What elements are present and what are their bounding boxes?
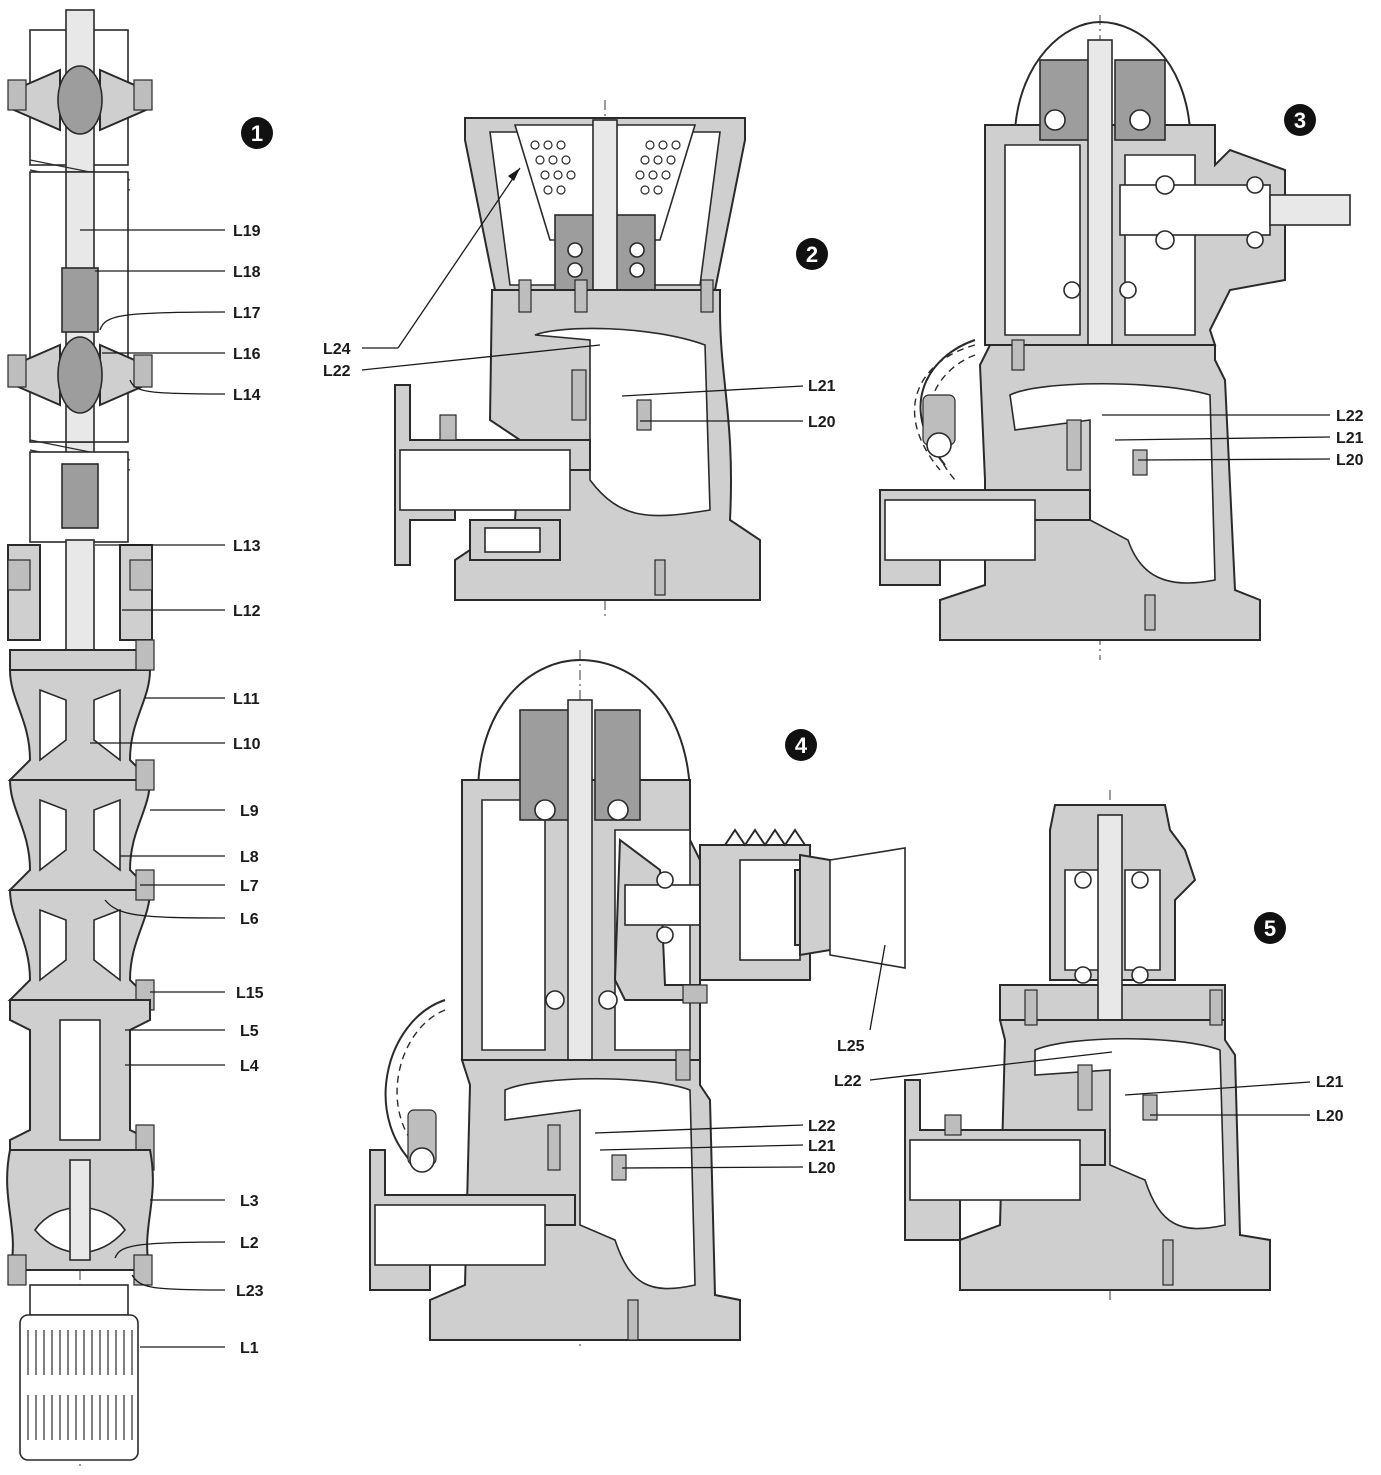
figure-2-discharge-head	[394, 100, 761, 620]
svg-text:5: 5	[1264, 916, 1276, 941]
figure-badge-1: 1	[241, 117, 273, 149]
svg-text:3: 3	[1294, 108, 1306, 133]
label-l11: L11	[233, 691, 260, 708]
figure-2-labels: L24 L22 L21 L20	[323, 341, 836, 431]
figure-3-labels: L22 L21 L20	[1336, 408, 1364, 469]
label-l17: L17	[233, 305, 261, 322]
label-l18: L18	[233, 264, 261, 281]
label-l22: L22	[323, 363, 351, 380]
label-l22: L22	[834, 1073, 862, 1090]
label-l19: L19	[233, 223, 261, 240]
label-l21: L21	[1316, 1074, 1344, 1091]
label-l6: L6	[240, 911, 259, 928]
label-l4: L4	[240, 1058, 259, 1075]
label-l21: L21	[808, 1138, 836, 1155]
label-l21: L21	[1336, 430, 1364, 447]
label-l14: L14	[233, 387, 261, 404]
label-l22: L22	[1336, 408, 1364, 425]
label-l8: L8	[240, 849, 259, 866]
figure-1-labels: L19 L18 L17 L16 L14 L13 L12 L11 L10 L9 L…	[233, 223, 264, 1357]
figure-badge-3: 3	[1284, 104, 1316, 136]
bowl-stage-1	[7, 669, 153, 781]
figure-badge-5: 5	[1254, 912, 1286, 944]
label-l15: L15	[236, 985, 264, 1002]
label-l12: L12	[233, 603, 261, 620]
label-l16: L16	[233, 346, 261, 363]
bowl-stage-2	[7, 779, 153, 891]
leader-lines	[80, 167, 1331, 1348]
label-l20: L20	[1316, 1108, 1344, 1125]
figure-2-strainer-holes	[530, 140, 681, 195]
label-l13: L13	[233, 538, 261, 555]
label-l23: L23	[236, 1283, 264, 1300]
label-l25: L25	[837, 1038, 865, 1055]
figure-5-vertical-motor-head	[904, 790, 1271, 1300]
figure-3-right-angle-gear-head	[879, 15, 1351, 660]
figure-4-belt-drive-head	[369, 650, 906, 1350]
figure-1-column-assembly	[6, 9, 155, 1470]
label-l7: L7	[240, 878, 259, 895]
svg-text:4: 4	[795, 733, 808, 758]
svg-text:1: 1	[251, 121, 263, 146]
label-l5: L5	[240, 1023, 259, 1040]
label-l20: L20	[1336, 452, 1364, 469]
label-l22: L22	[808, 1118, 836, 1135]
figure-badge-4: 4	[785, 729, 817, 761]
label-l10: L10	[233, 736, 261, 753]
svg-text:2: 2	[806, 242, 818, 267]
strainer-slots	[27, 1330, 133, 1440]
figure-badge-2: 2	[796, 238, 828, 270]
figure-5-labels: L22 L21 L20	[834, 1073, 1344, 1125]
label-l20: L20	[808, 1160, 836, 1177]
label-l1: L1	[240, 1340, 259, 1357]
figure-4-labels: L22 L21 L20 L25	[808, 1038, 865, 1177]
label-l3: L3	[240, 1193, 259, 1210]
label-l21: L21	[808, 378, 836, 395]
label-l9: L9	[240, 803, 259, 820]
label-l2: L2	[240, 1235, 259, 1252]
label-l24: L24	[323, 341, 351, 358]
bowl-stage-3	[7, 889, 153, 1001]
label-l20: L20	[808, 414, 836, 431]
